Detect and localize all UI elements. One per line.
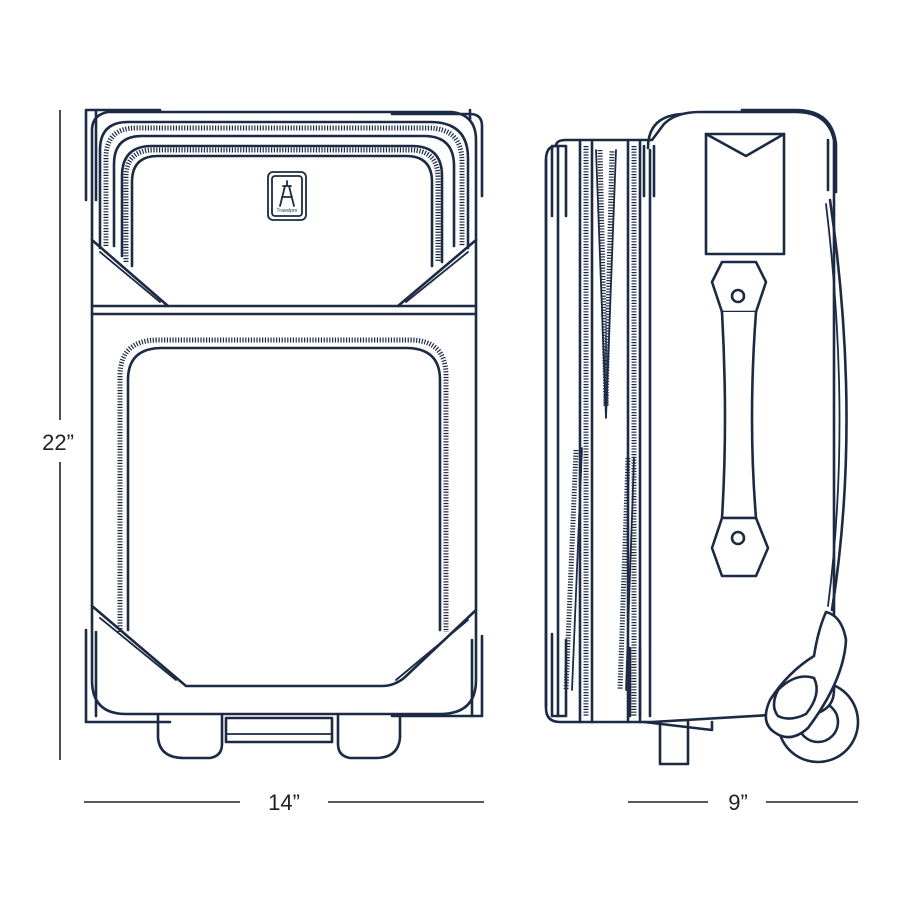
side-shell — [544, 110, 836, 724]
front-corner-guards — [84, 108, 484, 724]
id-tag-pocket — [704, 132, 786, 256]
height-dimension: 22” — [42, 110, 74, 760]
width-dimension: 14” — [84, 790, 484, 815]
side-carry-handle — [710, 260, 770, 578]
front-view-suitcase: Travelpro — [84, 108, 484, 760]
brand-logo-badge: Travelpro — [267, 171, 307, 221]
width-label: 14” — [268, 790, 300, 815]
front-body — [90, 110, 478, 716]
brand-logo-text: Travelpro — [277, 208, 298, 214]
height-label: 22” — [42, 430, 74, 455]
depth-dimension: 9” — [628, 790, 858, 815]
depth-label: 9” — [728, 790, 748, 815]
side-view-suitcase — [544, 108, 860, 766]
side-corner-guards — [550, 108, 838, 732]
front-wheels — [156, 710, 402, 760]
